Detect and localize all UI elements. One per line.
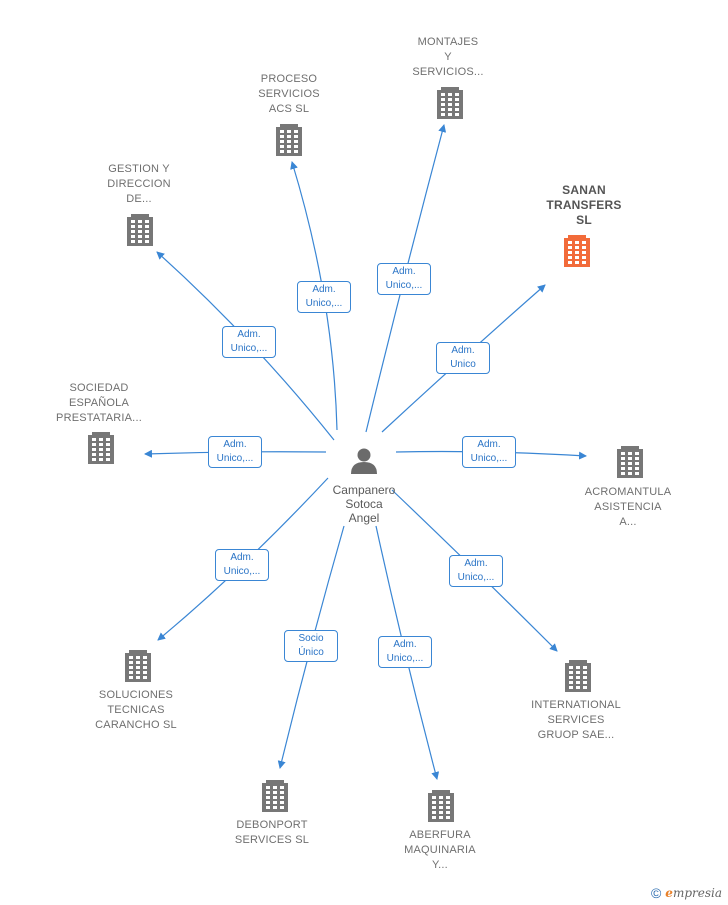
- company-label-montajes[interactable]: MONTAJES Y SERVICIOS...: [412, 36, 484, 78]
- building-icon-proceso[interactable]: [276, 124, 302, 156]
- building-icon-soluciones[interactable]: [125, 650, 151, 682]
- role-label-soluciones[interactable]: Adm. Unico,...: [215, 549, 269, 581]
- role-label-gestion[interactable]: Adm. Unico,...: [222, 326, 276, 358]
- company-label-sanan[interactable]: SANAN TRANSFERS SL: [546, 183, 622, 227]
- role-label-international[interactable]: Adm. Unico,...: [449, 555, 503, 587]
- company-label-acromantula[interactable]: ACROMANTULA ASISTENCIA A...: [584, 486, 672, 528]
- company-label-aberfura[interactable]: ABERFURA MAQUINARIA Y...: [404, 829, 476, 871]
- role-label-proceso[interactable]: Adm. Unico,...: [297, 281, 351, 313]
- role-label-debonport[interactable]: Socio Único: [284, 630, 338, 662]
- building-icon-acromantula[interactable]: [617, 446, 643, 478]
- person-icon[interactable]: [351, 448, 377, 475]
- building-icon-gestion[interactable]: [127, 214, 153, 246]
- building-icon-sociedad[interactable]: [88, 432, 114, 464]
- copyright-icon: ©: [650, 885, 662, 901]
- building-icon-debonport[interactable]: [262, 780, 288, 812]
- brand-logo[interactable]: empresia: [665, 886, 722, 900]
- company-label-sociedad[interactable]: SOCIEDAD ESPAÑOLA PRESTATARIA...: [56, 382, 142, 424]
- footer-brand: © empresia: [651, 885, 722, 901]
- company-label-international[interactable]: INTERNATIONAL SERVICES GRUOP SAE...: [531, 699, 621, 741]
- company-label-soluciones[interactable]: SOLUCIONES TECNICAS CARANCHO SL: [95, 689, 177, 731]
- role-label-aberfura[interactable]: Adm. Unico,...: [378, 636, 432, 668]
- person-name-label[interactable]: Campanero Sotoca Angel: [332, 483, 396, 525]
- role-label-sanan[interactable]: Adm. Unico: [436, 342, 490, 374]
- company-label-proceso[interactable]: PROCESO SERVICIOS ACS SL: [258, 73, 320, 115]
- role-label-montajes[interactable]: Adm. Unico,...: [377, 263, 431, 295]
- role-label-sociedad[interactable]: Adm. Unico,...: [208, 436, 262, 468]
- building-icon-montajes[interactable]: [437, 87, 463, 119]
- company-label-debonport[interactable]: DEBONPORT SERVICES SL: [234, 819, 310, 846]
- building-icon-international[interactable]: [565, 660, 591, 692]
- role-label-acromantula[interactable]: Adm. Unico,...: [462, 436, 516, 468]
- company-label-gestion[interactable]: GESTION Y DIRECCION DE...: [107, 163, 171, 205]
- building-icon-sanan[interactable]: [564, 235, 590, 267]
- building-icon-aberfura[interactable]: [428, 790, 454, 822]
